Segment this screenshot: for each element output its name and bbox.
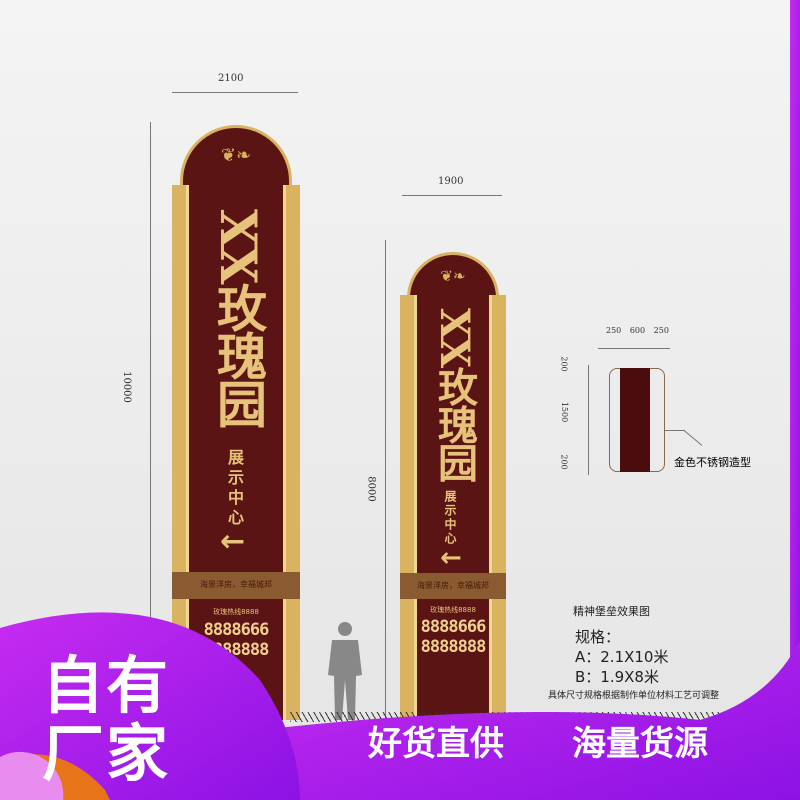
sign-a-width-label: 2100 <box>218 73 244 84</box>
arrow-left-icon: ← <box>440 543 462 573</box>
dim: 600 <box>629 326 646 335</box>
dimension-line <box>588 365 589 475</box>
sign-subtitle: 展示中心 <box>225 449 244 529</box>
spec-heading: 规格： <box>575 628 621 646</box>
spec-note: 具体尺寸规格根据制作单位材料工艺可调整 <box>548 691 720 701</box>
promo-slogan-1: 好货直供 <box>368 724 504 764</box>
ornament-icon: ❦❧ <box>440 267 466 285</box>
person-silhouette <box>328 622 362 720</box>
sign-subtitle: 展示中心 <box>443 490 457 546</box>
dim: 250 <box>606 326 622 335</box>
spec-b: B：1.9X8米 <box>575 668 659 686</box>
hotline-label: 玫瑰热线8888 <box>430 606 476 614</box>
plan-panel <box>620 368 650 472</box>
sign-title: XX玫瑰园 <box>209 209 268 427</box>
dimension-line <box>598 348 670 349</box>
slogan-band: 海景洋房，幸福城邦 <box>400 573 506 599</box>
plan-top-dims: 250 600 250 <box>606 327 669 335</box>
callout-line <box>665 430 685 431</box>
dimension-line <box>172 92 298 93</box>
dimension-line <box>402 195 502 196</box>
badge-line: 自有 <box>42 649 171 722</box>
phone-number: 8888666 <box>203 620 270 640</box>
badge-line: 厂家 <box>42 717 171 790</box>
spec-a: A：2.1X10米 <box>575 648 669 666</box>
dim: 250 <box>653 326 669 335</box>
promo-badge: 自有 厂家 <box>42 652 170 788</box>
dimension-line <box>385 240 386 720</box>
slogan-band: 海景洋房，幸福城邦 <box>172 572 300 599</box>
phone-number: 8888666 <box>420 617 487 637</box>
caption: 精神堡垒效果图 <box>573 605 650 618</box>
sign-b-width-label: 1900 <box>438 176 464 187</box>
sign-b: XX玫瑰园 展示中心 ← 海景洋房，幸福城邦 玫瑰热线8888 8888666 … <box>400 295 506 720</box>
arrow-left-icon: ← <box>220 524 246 559</box>
promo-slogan-2: 海量货源 <box>572 724 708 764</box>
phone-number: 8888888 <box>420 637 487 657</box>
ornament-icon: ❦❧ <box>220 145 252 166</box>
dimension-line <box>150 122 151 720</box>
sign-title: XX玫瑰园 <box>431 307 478 481</box>
hotline-label: 玫瑰热线8888 <box>213 608 259 616</box>
callout-label: 金色不锈钢造型 <box>674 456 751 469</box>
